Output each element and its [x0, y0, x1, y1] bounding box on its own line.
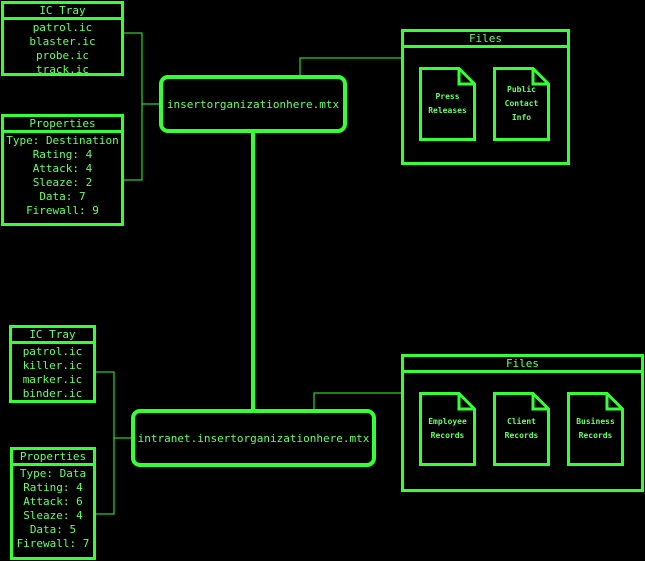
document-icon[interactable]: Business Records	[567, 392, 624, 466]
ic-tray-title: IC Tray	[12, 328, 93, 344]
document-icon[interactable]: Press Releases	[419, 67, 476, 141]
properties-title: Properties	[4, 117, 121, 133]
document-label: Releases	[428, 106, 467, 115]
ic-item: track.ic	[36, 63, 89, 76]
document-label: Contact	[504, 99, 539, 108]
files-title: Files	[404, 357, 641, 373]
files-panel-bottom: Files	[401, 354, 644, 492]
node-label: intranet.insertorganizationhere.mtx	[137, 431, 370, 445]
ic-item: blaster.ic	[29, 35, 96, 48]
ic-item: killer.ic	[22, 359, 83, 372]
files-title: Files	[404, 32, 567, 48]
property-line: Firewall: 9	[26, 204, 99, 217]
property-line: Sleaze: 4	[23, 509, 83, 522]
property-line: Attack: 6	[23, 495, 83, 508]
ic-item: patrol.ic	[32, 21, 93, 34]
properties-panel-bottom: Properties Type: Data Rating: 4 Attack: …	[10, 447, 96, 560]
node-label: insertorganizationhere.mtx	[166, 97, 340, 111]
document-label: Records	[504, 431, 539, 440]
ic-item: probe.ic	[36, 49, 89, 62]
document-icon[interactable]: Client Records	[493, 392, 550, 466]
ic-item: binder.ic	[22, 387, 83, 400]
property-line: Sleaze: 2	[32, 176, 93, 189]
ic-tray-panel-bottom: IC Tray patrol.ic killer.ic marker.ic bi…	[9, 325, 96, 403]
files-panel-top: Files	[401, 29, 570, 165]
property-line: Firewall: 7	[16, 537, 90, 550]
node-intranet[interactable]: intranet.insertorganizationhere.mtx	[131, 409, 376, 467]
properties-panel-top: Properties Type: Destination Rating: 4 A…	[1, 114, 124, 226]
document-label: Employee	[428, 417, 467, 426]
document-label: Records	[578, 431, 613, 440]
ic-tray-panel-top: IC Tray patrol.ic blaster.ic probe.ic tr…	[1, 1, 124, 76]
document-label: Business	[576, 417, 615, 426]
property-line: Rating: 4	[23, 481, 83, 494]
property-line: Attack: 4	[32, 162, 93, 175]
property-line: Type: Data	[19, 467, 87, 480]
document-label: Press	[435, 92, 460, 101]
document-label: Records	[430, 431, 465, 440]
property-line: Rating: 4	[32, 148, 93, 161]
document-icon[interactable]: Public Contact Info	[493, 67, 550, 141]
property-line: Type: Destination	[6, 134, 119, 147]
node-insertorganizationhere[interactable]: insertorganizationhere.mtx	[159, 75, 347, 133]
document-label: Info	[511, 113, 532, 122]
property-line: Data: 7	[39, 190, 86, 203]
document-icon[interactable]: Employee Records	[419, 392, 476, 466]
ic-item: patrol.ic	[22, 345, 83, 358]
document-label: Client	[507, 417, 536, 426]
document-label: Public	[507, 85, 536, 94]
ic-tray-title: IC Tray	[4, 4, 121, 20]
properties-title: Properties	[13, 450, 93, 466]
ic-item: marker.ic	[22, 373, 83, 386]
property-line: Data: 5	[29, 523, 77, 536]
